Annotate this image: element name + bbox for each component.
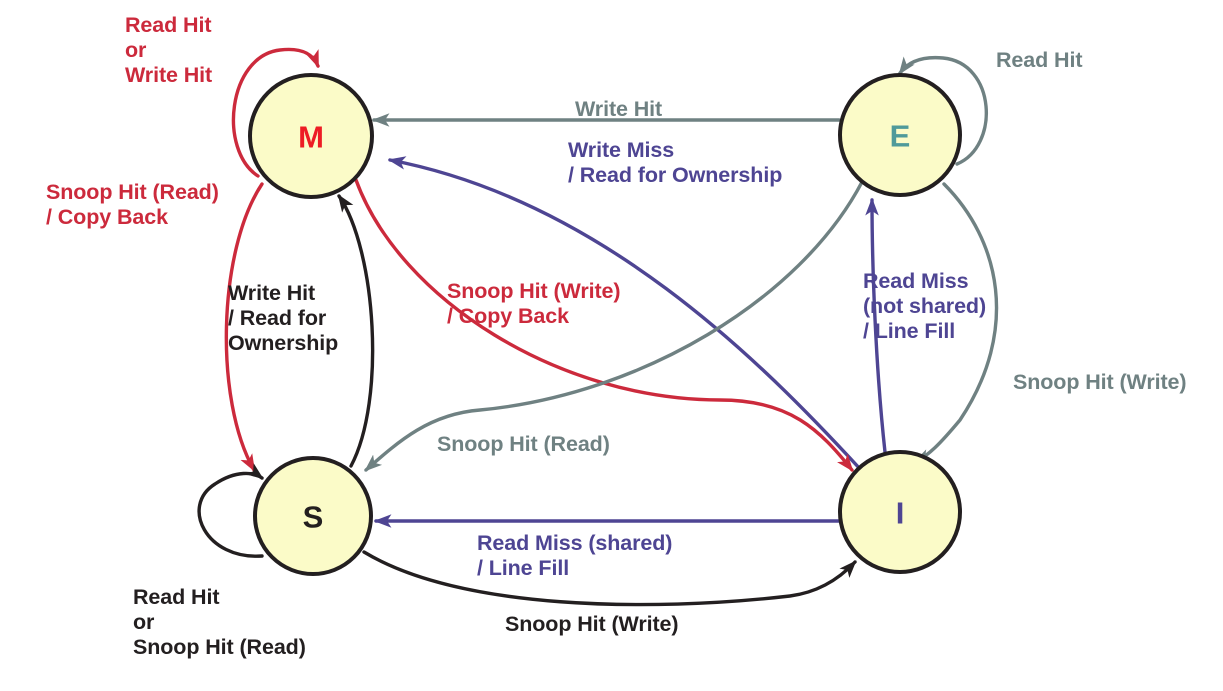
edge-m-to-i [354, 178, 854, 472]
edge-label-i-to-e: Read Miss (not shared) / Line Fill [863, 269, 987, 343]
edge-m-self-loop [231, 47, 320, 178]
edge-m-to-s [224, 182, 264, 472]
state-node-m[interactable] [248, 73, 374, 199]
edge-s-to-m [337, 194, 375, 468]
edge-e-to-s [364, 180, 864, 472]
edge-s-to-i [362, 550, 857, 607]
edge-label-m-to-i: Snoop Hit (Write) / Copy Back [447, 279, 621, 328]
state-node-e[interactable] [838, 73, 962, 197]
edge-e-self-loop [898, 55, 988, 166]
state-node-e-label: E [890, 119, 911, 154]
edge-label-e-self-loop: Read Hit [996, 48, 1083, 72]
edge-s-self-loop [197, 463, 264, 558]
edge-label-e-to-s: Snoop Hit (Read) [437, 432, 610, 456]
edge-label-i-to-m: Write Miss / Read for Ownership [568, 138, 783, 187]
state-node-m-label: M [298, 120, 324, 155]
edge-i-to-m [387, 156, 863, 472]
edge-label-s-to-m: Write Hit / Read for Ownership [228, 281, 339, 355]
edge-label-s-to-i: Snoop Hit (Write) [505, 612, 679, 636]
edge-label-e-to-m: Write Hit [575, 97, 663, 121]
edge-label-m-self-loop: Read Hit or Write Hit [125, 13, 213, 87]
edge-label-s-self-loop: Read Hit or Snoop Hit (Read) [133, 585, 306, 659]
state-node-i[interactable] [838, 450, 962, 574]
state-node-s-label: S [303, 500, 324, 535]
edge-e-to-i [912, 182, 999, 464]
state-node-i-label: I [896, 496, 905, 531]
edge-label-e-to-i: Snoop Hit (Write) [1013, 370, 1187, 394]
state-node-s[interactable] [253, 456, 373, 576]
edge-label-i-to-s: Read Miss (shared) / Line Fill [477, 531, 673, 580]
edge-i-to-e [865, 197, 887, 454]
edge-label-m-to-s: Snoop Hit (Read) / Copy Back [46, 180, 219, 229]
